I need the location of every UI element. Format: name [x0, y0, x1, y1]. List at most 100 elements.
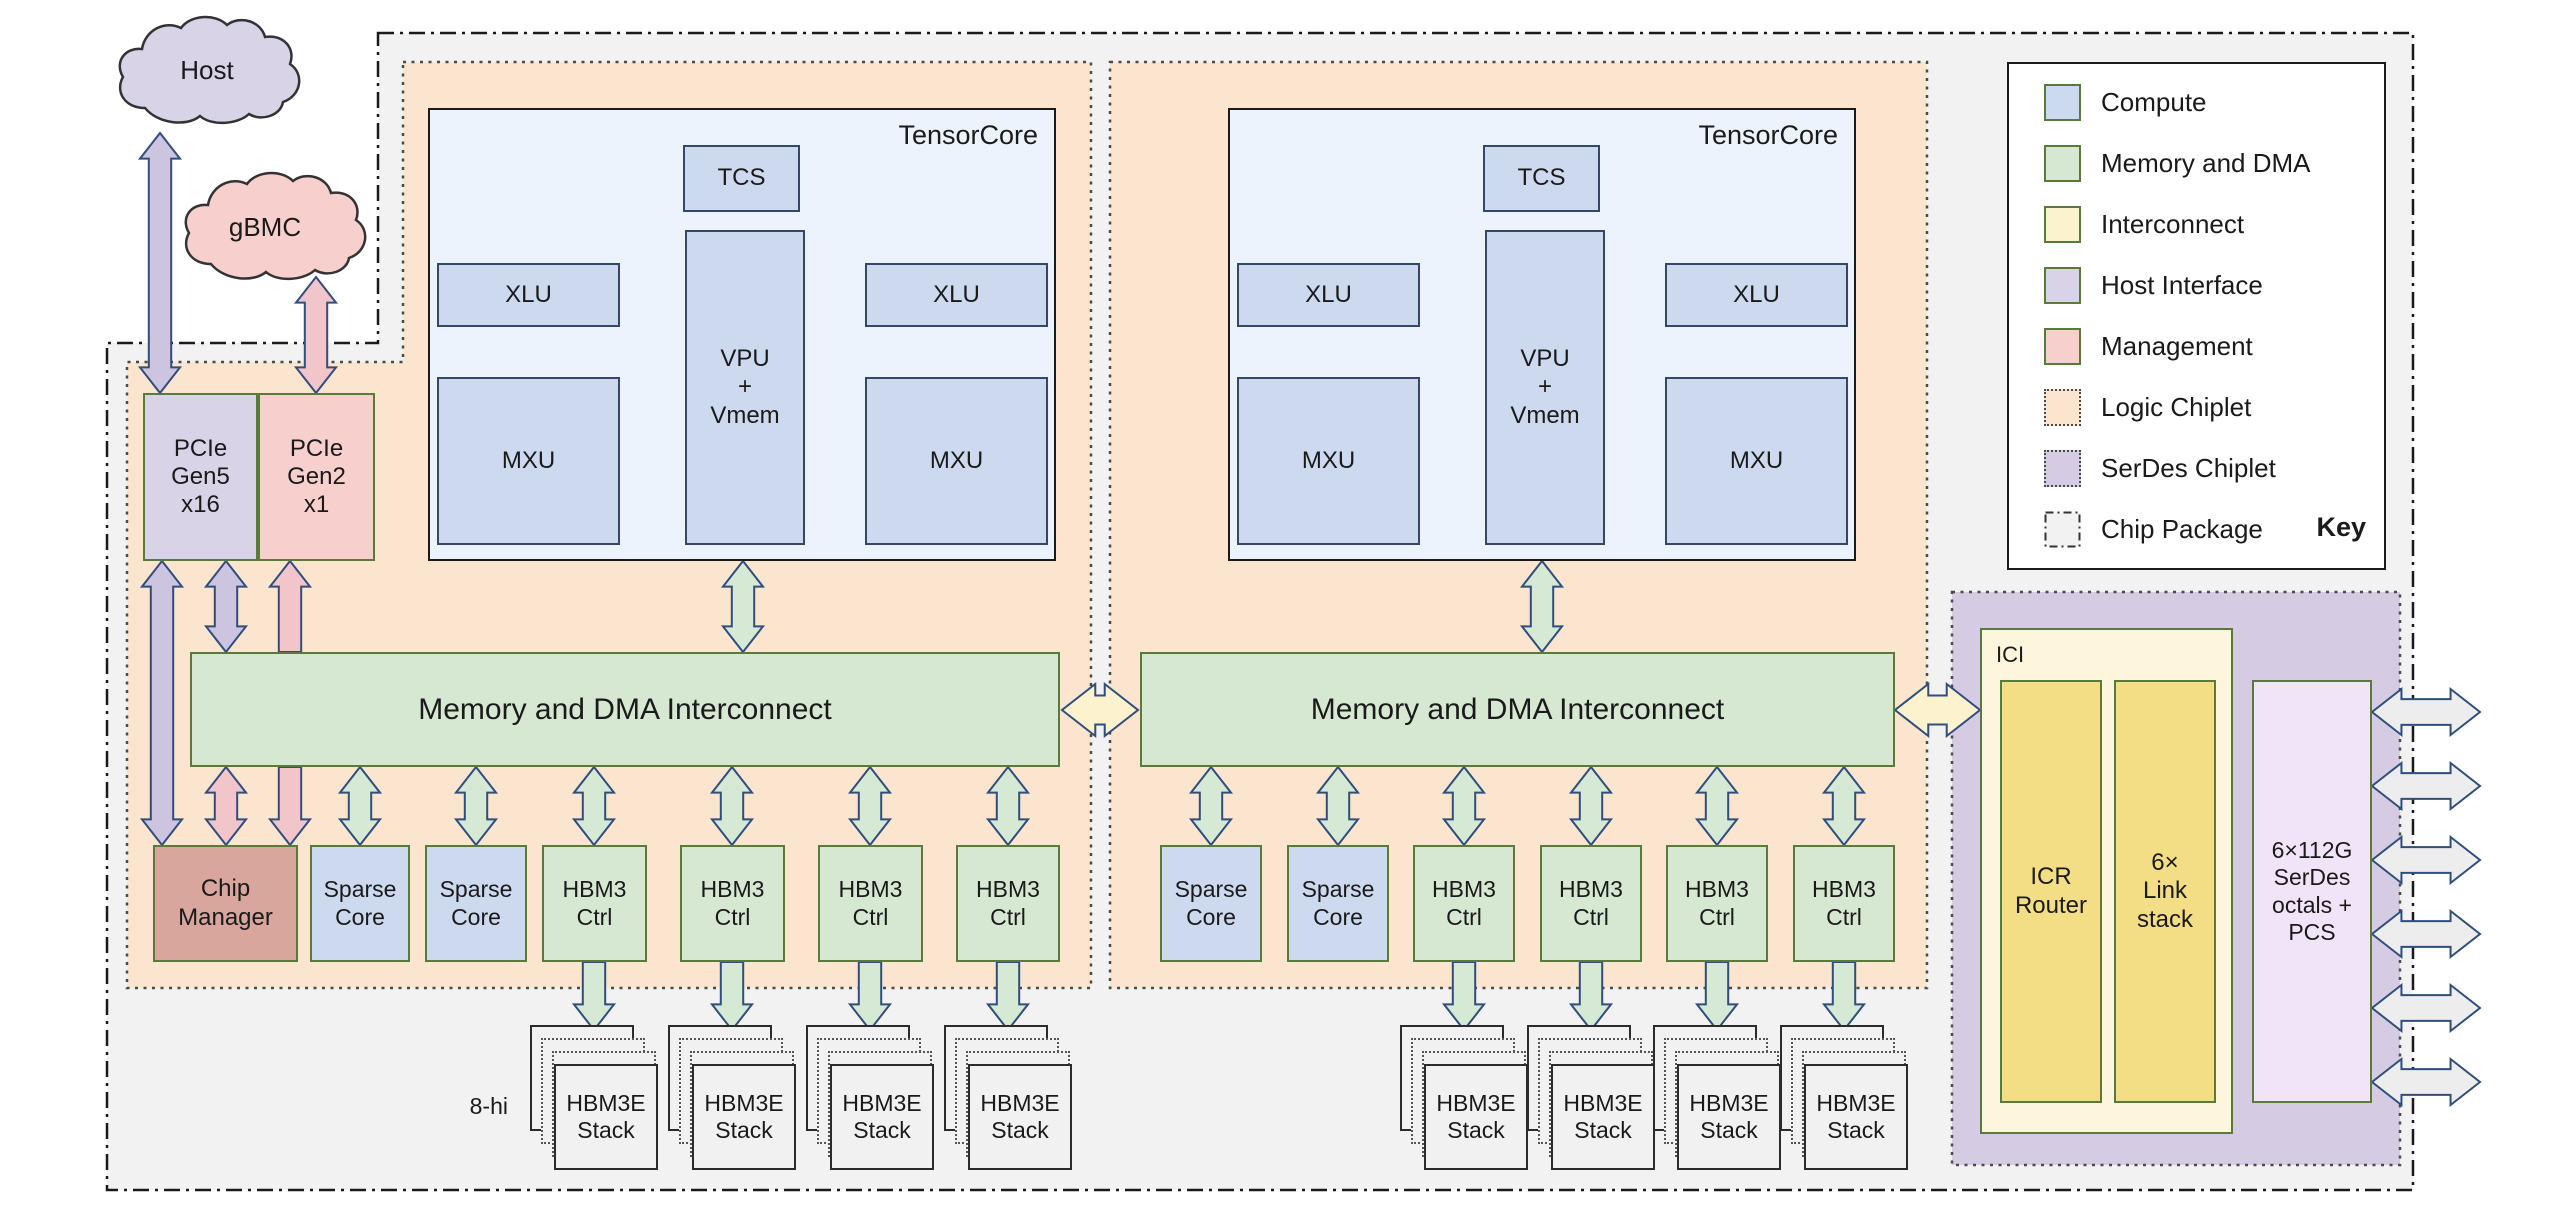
vpu-vmem-2: VPU + Vmem	[1485, 230, 1605, 545]
legend-title: Key	[2316, 512, 2366, 542]
legend-label: Memory and DMA	[2101, 147, 2311, 178]
legend-label: Chip Package	[2101, 513, 2263, 544]
xlu-1-left: XLU	[437, 263, 620, 327]
legend-label: Management	[2101, 330, 2253, 361]
arrow-hbm4-stack	[985, 961, 1031, 1032]
chip-package-swatch	[2044, 511, 2081, 548]
memory-dma-interconnect-1: Memory and DMA Interconnect	[190, 652, 1060, 767]
arrow-serdes-link-2	[2370, 760, 2482, 812]
sparse-core-4: Sparse Core	[1287, 845, 1389, 962]
hbm3e-stack-8: HBM3E Stack	[1780, 1025, 1908, 1170]
ici-title: ICI	[1996, 642, 2025, 667]
pcie-gen2-block: PCIe Gen2 x1	[258, 393, 375, 561]
legend: Compute Memory and DMA Interconnect Host…	[2007, 62, 2386, 570]
serdes-chiplet-swatch	[2044, 449, 2081, 487]
arrow-serdes-link-5	[2370, 982, 2482, 1034]
legend-item-compute: Compute	[2044, 82, 2207, 122]
pcie-gen5-block: PCIe Gen5 x16	[143, 393, 258, 561]
legend-label: Host Interface	[2101, 269, 2263, 300]
legend-item-host-interface: Host Interface	[2044, 265, 2263, 305]
logic-chiplet-swatch	[2044, 388, 2081, 426]
memory-swatch	[2044, 144, 2081, 182]
arrow-hbm7-stack	[1694, 961, 1740, 1032]
hbm3e-stack-2: HBM3E Stack	[668, 1025, 796, 1170]
xlu-2-left: XLU	[1237, 263, 1420, 327]
hbm3-ctrl-2: HBM3 Ctrl	[680, 845, 785, 962]
sparse-core-3: Sparse Core	[1160, 845, 1262, 962]
arrow-serdes-link-3	[2370, 834, 2482, 886]
stack-height-label: 8-hi	[469, 1093, 508, 1120]
host-interface-swatch	[2044, 266, 2081, 304]
memory-dma-interconnect-2: Memory and DMA Interconnect	[1140, 652, 1895, 767]
hbm3e-stack-7: HBM3E Stack	[1653, 1025, 1781, 1170]
hbm3-ctrl-4: HBM3 Ctrl	[956, 845, 1060, 962]
arrow-serdes-link-6	[2370, 1056, 2482, 1108]
xlu-1-right: XLU	[865, 263, 1048, 327]
legend-label: SerDes Chiplet	[2101, 452, 2276, 483]
hbm3e-stack-3: HBM3E Stack	[806, 1025, 934, 1170]
tensorcore-2-title: TensorCore	[1698, 120, 1838, 150]
legend-item-chip-package: Chip Package	[2044, 509, 2263, 549]
tensorcore-1-title: TensorCore	[898, 120, 1038, 150]
legend-item-interconnect: Interconnect	[2044, 204, 2244, 244]
arrow-serdes-link-1	[2370, 686, 2482, 738]
hbm3-ctrl-7: HBM3 Ctrl	[1666, 845, 1768, 962]
arrow-hbm2-stack	[709, 961, 755, 1032]
arrow-hbm6-stack	[1568, 961, 1614, 1032]
hbm3e-stack-label: HBM3E Stack	[1804, 1064, 1908, 1170]
hbm3-ctrl-1: HBM3 Ctrl	[542, 845, 647, 962]
mxu-1-left: MXU	[437, 377, 620, 545]
mxu-1-right: MXU	[865, 377, 1048, 545]
legend-item-management: Management	[2044, 326, 2253, 366]
arrow-pcie2-interconnect	[267, 559, 313, 653]
compute-swatch	[2044, 83, 2081, 121]
hbm3e-stack-label: HBM3E Stack	[1424, 1064, 1528, 1170]
arrow-interconnect-chipmanager-2	[267, 766, 313, 847]
gbmc-cloud	[184, 171, 367, 281]
host-cloud-label: Host	[180, 54, 234, 85]
hbm3e-stack-label: HBM3E Stack	[692, 1064, 796, 1170]
chip-manager: Chip Manager	[153, 845, 298, 962]
icr-router: ICR Router	[2000, 680, 2102, 1103]
arrow-hbm3-stack	[847, 961, 893, 1032]
xlu-2-right: XLU	[1665, 263, 1848, 327]
arrow-hbm5-stack	[1441, 961, 1487, 1032]
arrow-serdes-link-4	[2370, 908, 2482, 960]
hbm3e-stack-label: HBM3E Stack	[554, 1064, 658, 1170]
host-cloud	[118, 15, 301, 125]
vpu-vmem-1: VPU + Vmem	[685, 230, 805, 545]
hbm3e-stack-1: HBM3E Stack	[530, 1025, 658, 1170]
hbm3-ctrl-8: HBM3 Ctrl	[1793, 845, 1895, 962]
hbm3e-stack-label: HBM3E Stack	[1677, 1064, 1781, 1170]
interconnect-swatch	[2044, 205, 2081, 243]
legend-item-serdes-chiplet: SerDes Chiplet	[2044, 448, 2276, 488]
hbm3e-stack-label: HBM3E Stack	[1551, 1064, 1655, 1170]
serdes-octals: 6×112G SerDes octals + PCS	[2252, 680, 2372, 1103]
hbm3-ctrl-6: HBM3 Ctrl	[1540, 845, 1642, 962]
hbm3e-stack-label: HBM3E Stack	[830, 1064, 934, 1170]
arrow-hbm8-stack	[1821, 961, 1867, 1032]
arrow-gbmc-pcie2	[293, 275, 339, 395]
management-swatch	[2044, 327, 2081, 365]
legend-label: Compute	[2101, 86, 2207, 117]
mxu-2-left: MXU	[1237, 377, 1420, 545]
legend-label: Logic Chiplet	[2101, 391, 2252, 422]
hbm3-ctrl-5: HBM3 Ctrl	[1413, 845, 1515, 962]
tcs-2: TCS	[1483, 145, 1600, 212]
hbm3e-stack-5: HBM3E Stack	[1400, 1025, 1528, 1170]
legend-item-memory: Memory and DMA	[2044, 143, 2311, 183]
arrow-hbm1-stack	[571, 961, 617, 1032]
mxu-2-right: MXU	[1665, 377, 1848, 545]
tcs-1: TCS	[683, 145, 800, 212]
gbmc-cloud-label: gBMC	[228, 211, 302, 242]
hbm3e-stack-4: HBM3E Stack	[944, 1025, 1072, 1170]
link-stack: 6× Link stack	[2114, 680, 2216, 1103]
hbm3e-stack-label: HBM3E Stack	[968, 1064, 1072, 1170]
hbm3-ctrl-3: HBM3 Ctrl	[818, 845, 923, 962]
legend-item-logic-chiplet: Logic Chiplet	[2044, 387, 2251, 427]
arrow-interconnect1-interconnect2	[1060, 681, 1140, 739]
hbm3e-stack-6: HBM3E Stack	[1527, 1025, 1655, 1170]
legend-label: Interconnect	[2101, 208, 2245, 239]
sparse-core-2: Sparse Core	[425, 845, 527, 962]
